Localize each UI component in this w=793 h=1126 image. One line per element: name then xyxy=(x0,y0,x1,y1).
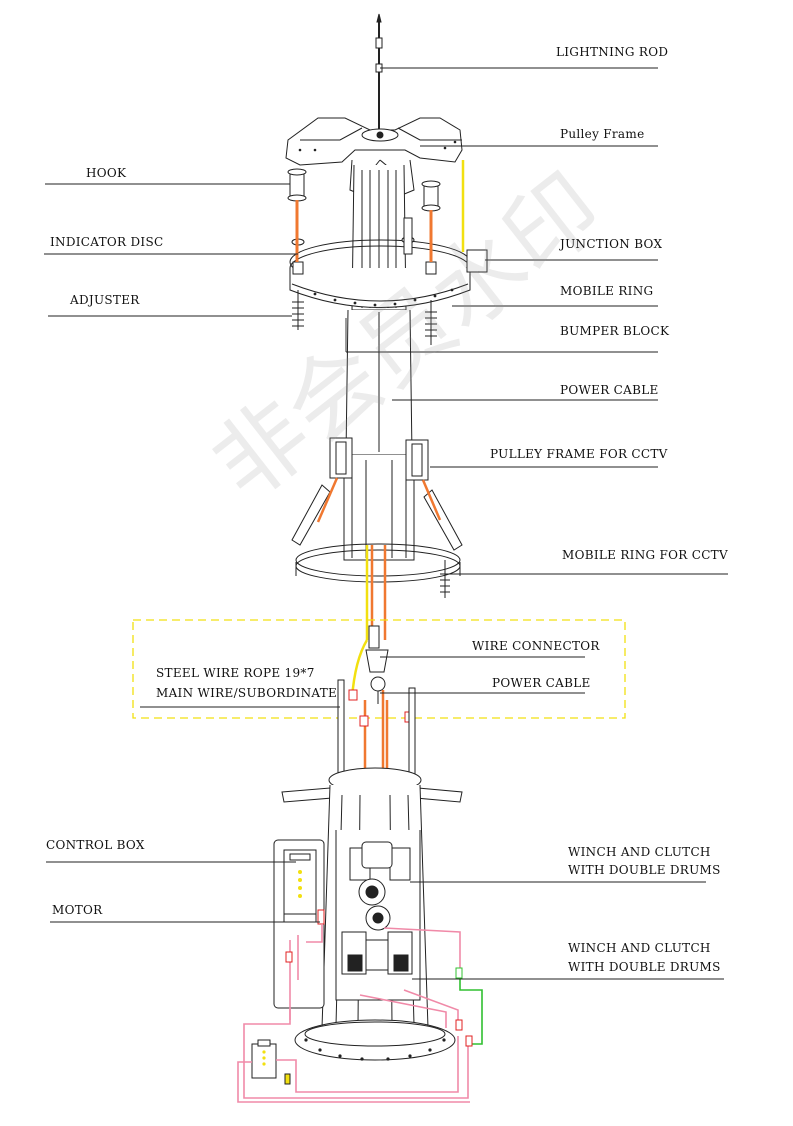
connector-detail-box xyxy=(132,619,626,719)
label-power-cable-bottom: POWER CABLE xyxy=(492,676,591,690)
label-mobile-ring-cctv: MOBILE RING FOR CCTV xyxy=(562,548,728,562)
label-pulley-frame: Pulley Frame xyxy=(560,127,645,141)
label-wire-connector: WIRE CONNECTOR xyxy=(472,639,600,653)
top-mobile-ring xyxy=(289,217,488,345)
label-bumper-block: BUMPER BLOCK xyxy=(560,324,670,338)
bottom-junction-box xyxy=(251,1039,291,1085)
base-tower xyxy=(281,679,463,1061)
label-lightning-rod: LIGHTNING ROD xyxy=(556,45,669,59)
label-hook: HOOK xyxy=(86,166,127,180)
label-power-cable-top: POWER CABLE xyxy=(560,383,659,397)
label-pulley-frame-cctv: PULLEY FRAME FOR CCTV xyxy=(490,447,668,461)
control-box xyxy=(273,839,325,1009)
label-adjuster: ADJUSTER xyxy=(70,293,140,307)
wire-connector xyxy=(365,625,389,704)
label-steel-wire-line2: MAIN WIRE/SUBORDINATE xyxy=(156,686,338,700)
label-winch-1-line1: WINCH AND CLUTCH xyxy=(568,845,711,859)
label-control-box: CONTROL BOX xyxy=(46,838,145,852)
label-steel-wire-line1: STEEL WIRE ROPE 19*7 xyxy=(156,666,315,680)
leader-lines xyxy=(44,67,728,980)
label-indicator-disc: INDICATOR DISC xyxy=(50,235,164,249)
control-wiring xyxy=(237,924,470,1103)
label-winch-1-line2: WITH DOUBLE DRUMS xyxy=(568,863,721,877)
adjusters xyxy=(292,217,437,345)
label-winch-2-line2: WITH DOUBLE DRUMS xyxy=(568,960,721,974)
label-junction-box: JUNCTION BOX xyxy=(560,237,663,251)
label-winch-2-line1: WINCH AND CLUTCH xyxy=(568,941,711,955)
lightning-rod xyxy=(375,13,383,130)
label-motor: MOTOR xyxy=(52,903,103,917)
label-mobile-ring: MOBILE RING xyxy=(560,284,654,298)
